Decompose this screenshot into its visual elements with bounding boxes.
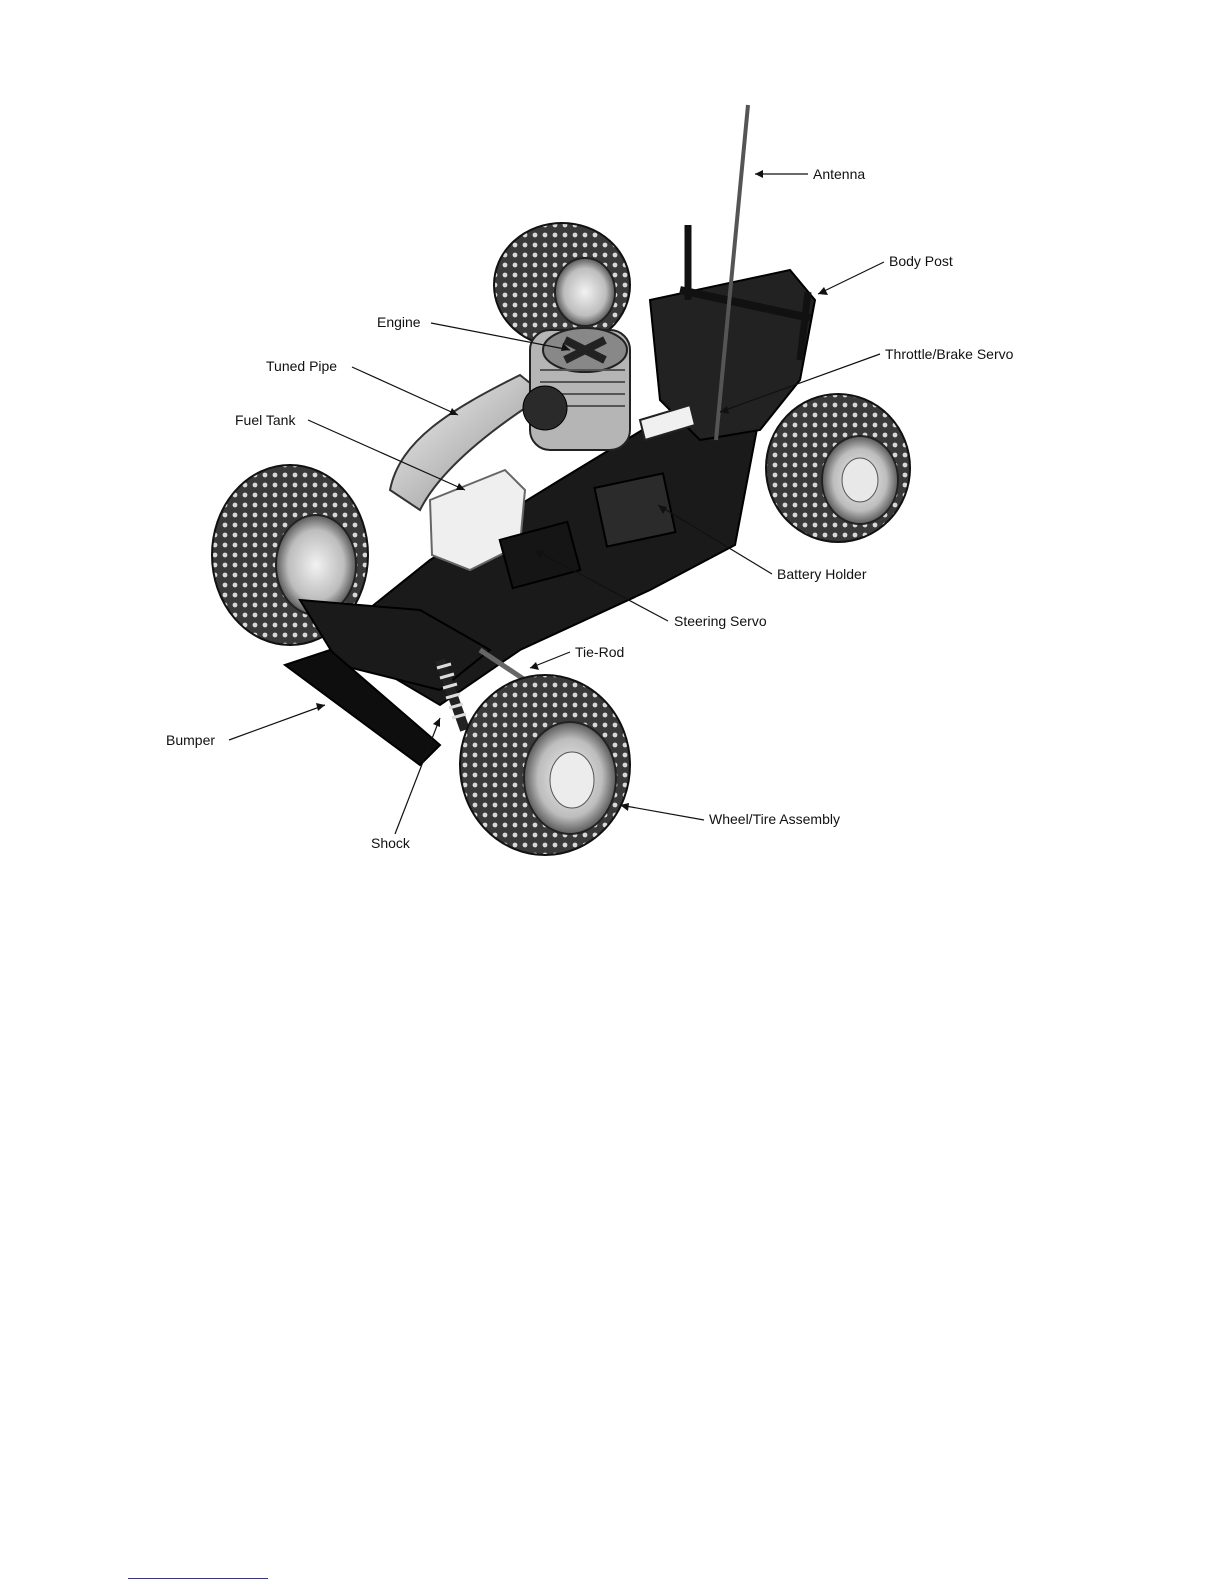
label-shock: Shock [371,835,411,851]
callout-tie-rod: Tie-Rod [530,644,624,670]
front-right-wheel [460,675,630,855]
rear-right-wheel [766,394,910,542]
parts-diagram: Antenna Body Post Engine Tuned Pipe Thro… [0,0,1225,900]
label-bumper: Bumper [166,732,215,748]
label-antenna: Antenna [813,166,865,182]
rear-left-wheel [494,223,630,347]
callout-body-post: Body Post [818,253,953,295]
callout-bumper: Bumper [166,703,325,748]
label-fuel-tank: Fuel Tank [235,412,296,428]
label-tie-rod: Tie-Rod [575,644,624,660]
label-steering-servo: Steering Servo [674,613,767,629]
truck-illustration [212,105,910,855]
label-body-post: Body Post [889,253,953,269]
label-throttle-brake-servo: Throttle/Brake Servo [885,346,1014,362]
callout-tuned-pipe: Tuned Pipe [266,358,458,415]
engine-block [523,328,630,450]
label-engine: Engine [377,314,421,330]
label-battery-holder: Battery Holder [777,566,867,582]
footnote-rule [128,1578,268,1579]
callout-antenna: Antenna [755,166,865,182]
callout-wheel-tire-assembly: Wheel/Tire Assembly [620,803,840,827]
label-tuned-pipe: Tuned Pipe [266,358,337,374]
label-wheel-tire-assembly: Wheel/Tire Assembly [709,811,840,827]
